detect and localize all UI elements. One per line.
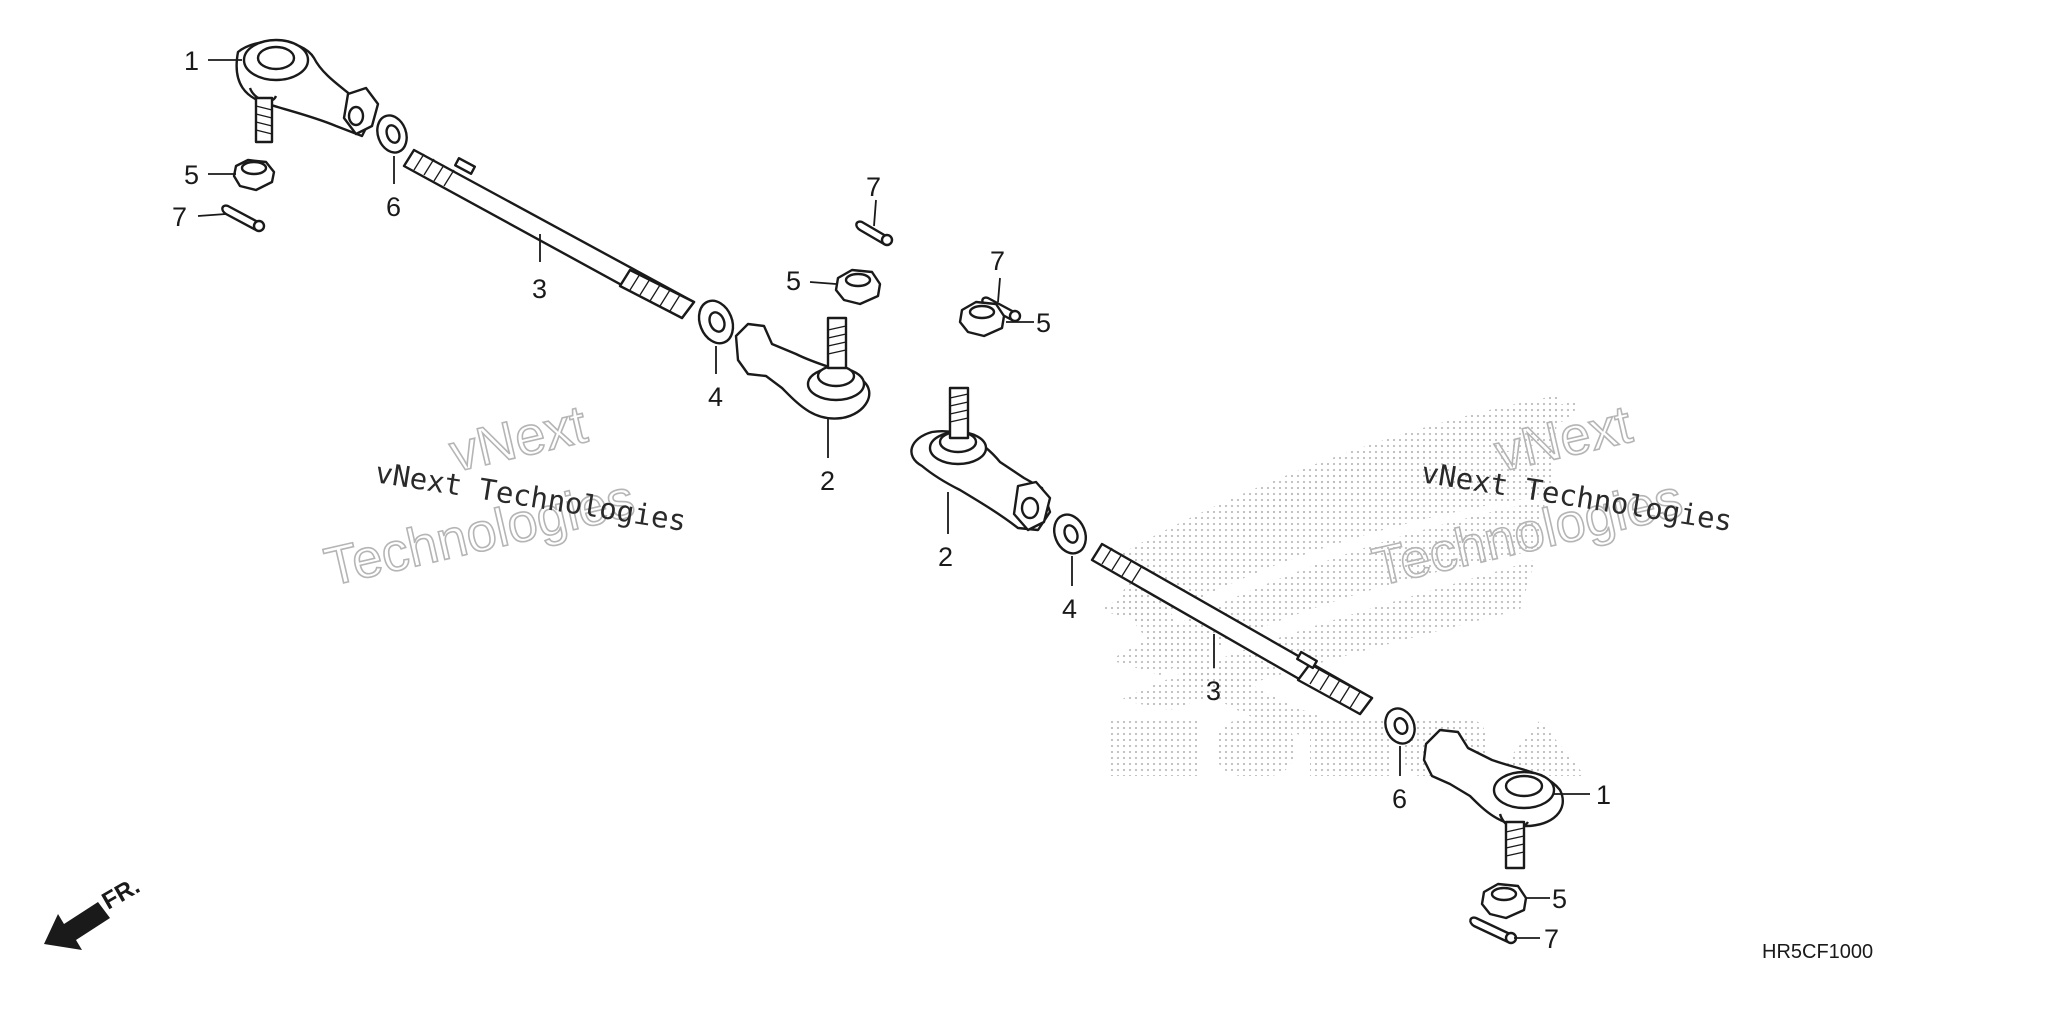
- lock-washer-left: [376, 114, 408, 154]
- callout-6-left: 6: [386, 192, 401, 222]
- brand-logo-watermark: [1100, 395, 1585, 776]
- jam-nut-left: [697, 299, 735, 345]
- castle-nut-mid-right: [958, 300, 1006, 338]
- ball-joint-left: [734, 316, 871, 420]
- jam-nut-right: [1053, 513, 1087, 555]
- callout-leaders: [197, 59, 1590, 939]
- callout-2-left: 2: [820, 466, 835, 496]
- callout-5-top-left: 5: [184, 160, 199, 190]
- tie-rod-end-right: [1422, 728, 1564, 870]
- callout-2-right: 2: [938, 542, 953, 572]
- front-direction-label: FR.: [98, 872, 145, 915]
- tie-rod-shaft-right: [1090, 542, 1374, 716]
- callout-5-mid-right: 5: [1036, 308, 1051, 338]
- diagram-code: HR5CF1000: [1762, 941, 1873, 963]
- cotter-pin-left: [221, 204, 266, 233]
- callout-4-left: 4: [708, 382, 723, 412]
- callout-4-right: 4: [1062, 594, 1077, 624]
- callout-7-top-left: 7: [172, 202, 187, 232]
- front-arrow-icon: [44, 902, 110, 950]
- callout-1-bottom-right: 1: [1596, 780, 1611, 810]
- lock-washer-right: [1384, 707, 1416, 745]
- watermark-left: vNext Technologies vNext Technologies: [318, 393, 688, 598]
- tie-rod-end-left: [235, 38, 380, 144]
- ball-joint-right: [910, 386, 1052, 532]
- castle-nut-left: [232, 158, 276, 192]
- castle-nut-right: [1480, 882, 1528, 920]
- castle-nut-mid-left: [834, 268, 882, 306]
- cotter-pin-right: [1469, 916, 1518, 945]
- callout-7-bottom-right: 7: [1544, 924, 1559, 954]
- callout-labels: 1 5 7 6 3 4 2 5 7 7 5 2 4 3 6 1 5 7: [172, 46, 1611, 954]
- cotter-pin-mid-left: [855, 220, 894, 247]
- callout-7-mid-left: 7: [866, 172, 881, 202]
- callout-6-right: 6: [1392, 784, 1407, 814]
- callout-5-mid-left: 5: [786, 266, 801, 296]
- callout-3-right: 3: [1206, 676, 1221, 706]
- callout-3-left: 3: [532, 274, 547, 304]
- front-direction-indicator: FR.: [44, 872, 144, 950]
- tie-rod-shaft-left: [402, 148, 696, 320]
- callout-5-bottom-right: 5: [1552, 884, 1567, 914]
- callout-1-top-left: 1: [184, 46, 199, 76]
- callout-7-mid-right: 7: [990, 246, 1005, 276]
